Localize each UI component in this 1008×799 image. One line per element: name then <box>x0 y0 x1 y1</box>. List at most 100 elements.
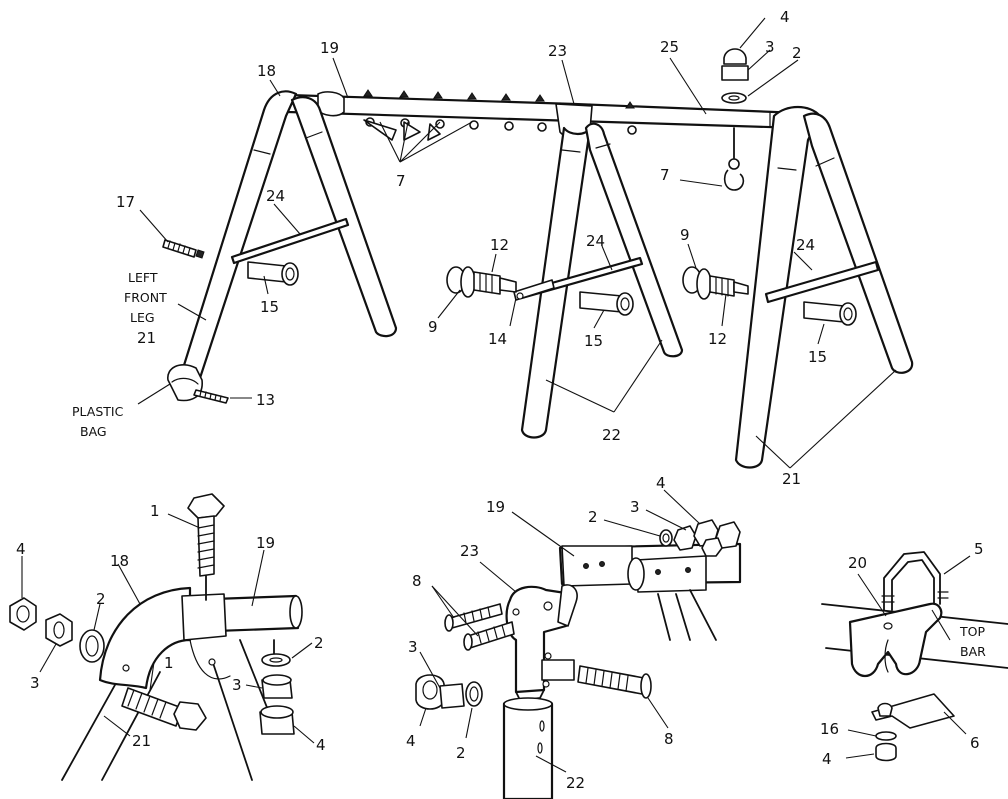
middle-rear-leg-22 <box>584 122 684 358</box>
detail2-bolts-8-left <box>444 603 515 651</box>
detail2-callout-8-right: 8 <box>664 730 674 748</box>
callout-23: 23 <box>548 42 567 60</box>
callout-18-top: 18 <box>257 62 276 80</box>
callout-7-right: 7 <box>660 166 670 184</box>
detail2-callout-22: 22 <box>566 774 585 792</box>
detail1-bolt-1-top <box>187 493 225 601</box>
detail1-nuts-right <box>259 639 295 735</box>
detail2-bolt-8-right <box>577 665 652 699</box>
top-bar-label-line2: BAR <box>960 644 986 659</box>
callout-17: 17 <box>116 193 135 211</box>
bushing-15-mid <box>579 291 634 316</box>
callout-21-right: 21 <box>782 470 801 488</box>
callout-15-left: 15 <box>260 298 279 316</box>
callout-7-left: 7 <box>396 172 406 190</box>
detail1-callout-3-left: 3 <box>30 674 40 692</box>
detail2-bracket-23 <box>505 585 574 694</box>
right-corner <box>734 105 822 469</box>
detail1-clamp <box>181 593 227 641</box>
callout-15-mid: 15 <box>584 332 603 350</box>
hanger-nuts-row <box>363 89 637 135</box>
detail-corner-18: 1 1 19 18 4 3 2 2 3 4 21 <box>9 493 326 781</box>
detail3-hanger-20 <box>848 602 943 678</box>
callout-22-right: 22 <box>602 426 621 444</box>
callout-12-right: 12 <box>708 330 727 348</box>
callout-3-top: 3 <box>765 38 775 56</box>
top-hardware-4-3-2 <box>721 48 749 104</box>
detail1-callout-2-right: 2 <box>314 634 324 652</box>
screw-13 <box>193 389 229 404</box>
detail3-nut-4 <box>875 742 897 762</box>
detail2-callout-3-top: 3 <box>630 498 640 516</box>
leader-lines-main <box>137 17 897 469</box>
callout-24-left: 24 <box>266 187 285 205</box>
leg-cap-plastic-bag <box>167 364 203 402</box>
callout-4-top: 4 <box>780 8 790 26</box>
detail2-callout-8-left: 8 <box>412 572 422 590</box>
detail2-callout-2: 2 <box>588 508 598 526</box>
detail1-callout-2-left: 2 <box>96 590 106 608</box>
detail2-callout-3-left: 3 <box>408 638 418 656</box>
detail2-callout-23: 23 <box>460 542 479 560</box>
detail2-clamp-19 <box>561 545 633 587</box>
detail2-callout-2-low: 2 <box>456 744 466 762</box>
crossbar-24-right <box>764 260 880 304</box>
bushing-15-right <box>803 301 857 326</box>
detail1-callout-1-top: 1 <box>150 502 160 520</box>
detail-swing-hanger: 20 5 16 4 6 TOP BAR <box>820 540 1008 768</box>
detail2-callout-19: 19 <box>486 498 505 516</box>
swing-hooks-7-left <box>363 119 441 141</box>
top-clamp-19 <box>317 91 345 117</box>
detail1-bolt-1-low <box>121 687 207 731</box>
detail2-nuts-top <box>659 519 741 557</box>
callout-25: 25 <box>660 38 679 56</box>
detail3-plate-6 <box>871 693 955 729</box>
callout-9-left: 9 <box>428 318 438 336</box>
detail2-callout-4-left: 4 <box>406 732 416 750</box>
plastic-bag-label-line1: PLASTIC <box>72 404 124 419</box>
detail1-callout-1-low: 1 <box>164 654 174 672</box>
swing-hook-7 <box>723 127 745 191</box>
detail1-callout-4-right: 4 <box>316 736 326 754</box>
detail3-washer-16 <box>875 731 897 741</box>
detail3-callout-16: 16 <box>820 720 839 738</box>
callout-24-mid: 24 <box>586 232 605 250</box>
detail1-callout-18: 18 <box>110 552 129 570</box>
detail-middle-bracket-23: 19 2 3 4 23 8 3 4 2 8 22 <box>406 474 742 799</box>
callout-2-top: 2 <box>792 44 802 62</box>
detail1-callout-3-right: 3 <box>232 676 242 694</box>
bushing-15-left <box>247 261 299 286</box>
callout-19-top: 19 <box>320 39 339 57</box>
detail3-callout-6: 6 <box>970 734 980 752</box>
left-rear-leg <box>290 96 398 338</box>
top-bar-label-line1: TOP <box>959 624 985 639</box>
leader-lines-detail3 <box>845 555 971 759</box>
detail1-callout-4-left: 4 <box>16 540 26 558</box>
left-front-leg-label-line2: FRONT <box>124 290 167 305</box>
main-assembly-view: 4 3 2 25 23 19 18 7 7 17 24 24 24 15 15 … <box>72 8 914 488</box>
left-front-leg-label-line4: 21 <box>137 329 156 347</box>
bracket-14 <box>513 279 555 301</box>
detail3-u-bolt-5 <box>883 551 941 611</box>
detail1-nuts-left <box>9 597 105 663</box>
plastic-bag-label-line2: BAG <box>80 424 107 439</box>
bolt-17 <box>162 239 205 259</box>
detail3-callout-5: 5 <box>974 540 984 558</box>
callout-12-mid: 12 <box>490 236 509 254</box>
detail2-leg-22 <box>502 698 554 799</box>
callout-15-right: 15 <box>808 348 827 366</box>
right-rear-leg-21 <box>802 112 914 374</box>
crossbar-24-left <box>230 217 350 265</box>
eye-bolt-9-mid <box>446 266 517 298</box>
leader-lines-detail2 <box>419 489 701 773</box>
callout-9-right: 9 <box>680 226 690 244</box>
detail3-callout-20: 20 <box>848 554 867 572</box>
detail2-nuts-left <box>415 674 483 710</box>
left-front-leg-label-line3: LEG <box>130 310 155 325</box>
detail1-elbow-18 <box>98 586 192 690</box>
detail2-callout-4-top: 4 <box>656 474 666 492</box>
callout-24-right: 24 <box>796 236 815 254</box>
callout-13: 13 <box>256 391 275 409</box>
detail1-callout-21: 21 <box>132 732 151 750</box>
